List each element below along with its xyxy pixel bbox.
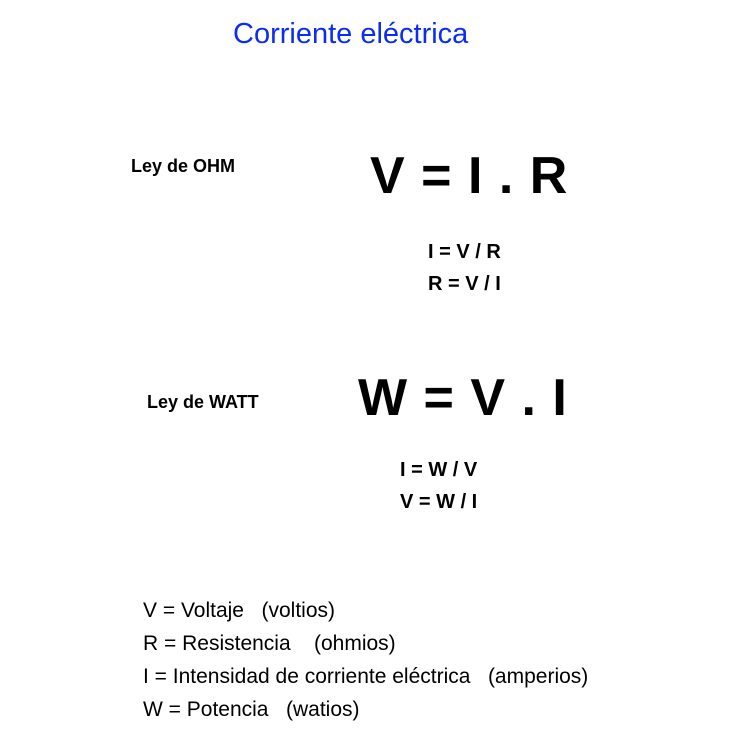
watt-law-label: Ley de WATT: [147, 392, 259, 412]
legend-voltage: V = Voltaje (voltios): [143, 599, 336, 622]
ohm-law-label: Ley de OHM: [131, 156, 236, 176]
ohm-formula: V = I . R: [370, 147, 569, 205]
legend-current: I = Intensidad de corriente eléctrica (a…: [143, 665, 589, 688]
legend-resistance: R = Resistencia (ohmios): [143, 632, 396, 655]
watt-formula: W = V . I: [358, 369, 568, 427]
watt-derived-list: I = W / V V = W / I: [400, 454, 477, 518]
variables-legend: V = Voltaje (voltios) R = Resistencia (o…: [143, 594, 588, 726]
legend-power: W = Potencia (watios): [143, 698, 360, 721]
ohm-derived-resistance: R = V / I: [428, 273, 501, 295]
ohm-derived-current: I = V / R: [428, 241, 501, 263]
watt-derived-current: I = W / V: [400, 459, 478, 481]
ohm-derived-list: I = V / R R = V / I: [428, 236, 501, 300]
watt-derived-voltage: V = W / I: [400, 491, 478, 513]
page-title: Corriente eléctrica: [233, 18, 469, 50]
